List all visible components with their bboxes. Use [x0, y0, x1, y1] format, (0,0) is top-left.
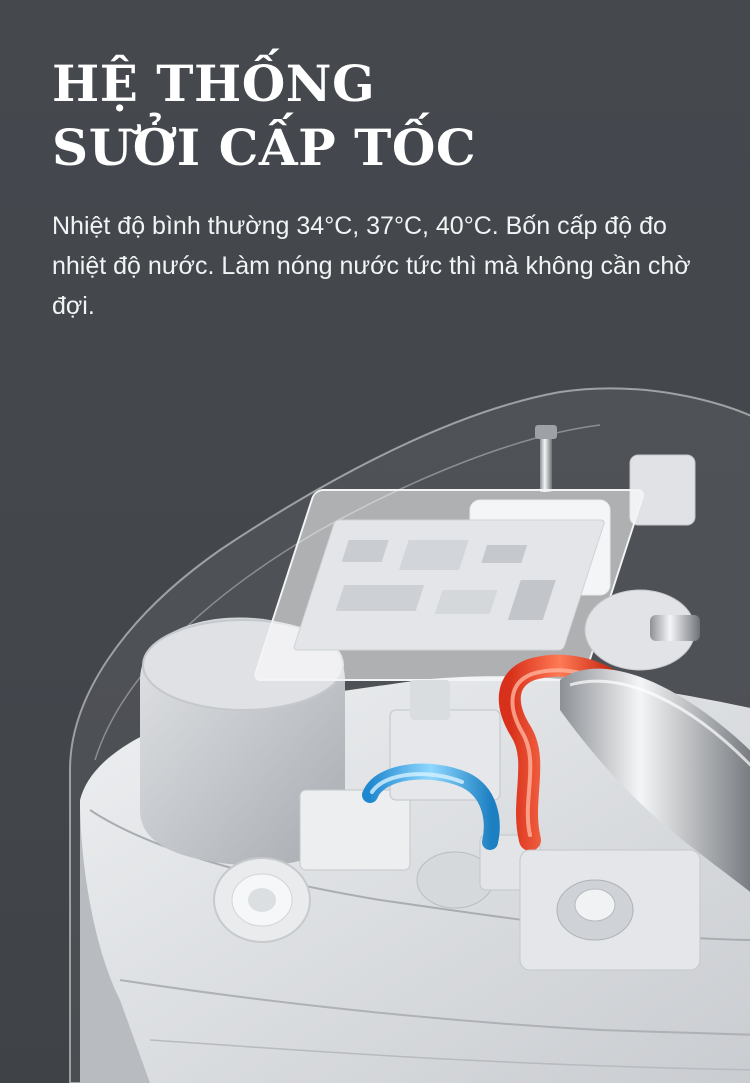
circuit-board: [254, 489, 644, 681]
inlet-filter: [213, 857, 311, 943]
feature-description: Nhiệt độ bình thường 34°C, 37°C, 40°C. B…: [52, 212, 691, 320]
heading-line-2: SƯỞI CẤP TỐC: [52, 118, 477, 177]
right-motor: [584, 589, 700, 671]
heading-line-1: HỆ THỐNG: [52, 54, 376, 113]
nozzle-port: [519, 849, 701, 971]
heating-system-illustration: [69, 387, 750, 1083]
feature-heading: HỆ THỐNG SƯỞI CẤP TỐC: [52, 52, 476, 180]
